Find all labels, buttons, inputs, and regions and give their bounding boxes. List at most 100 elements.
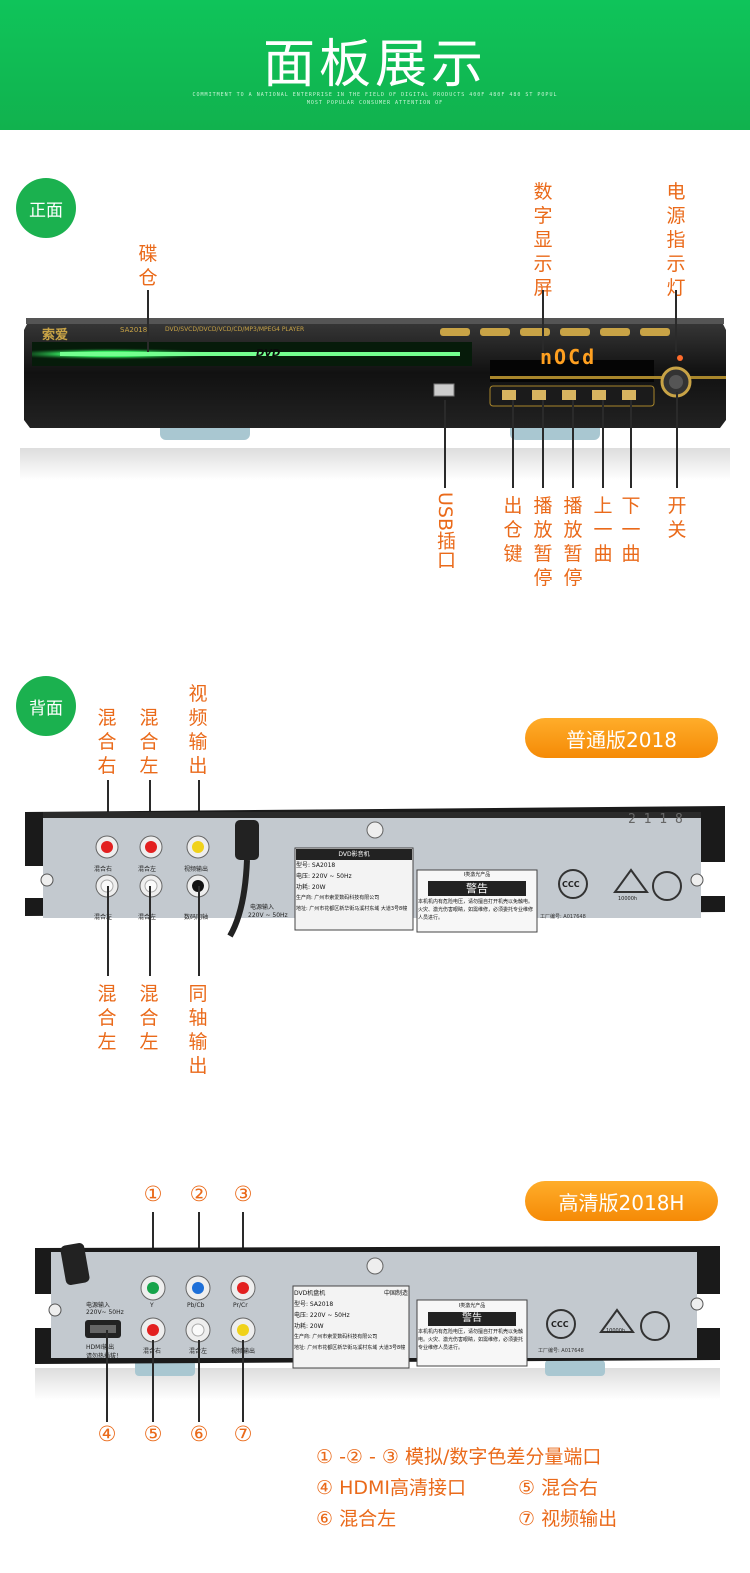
hd-plate-header: DVD机盘机 中国制造 (294, 1288, 408, 1299)
back-plate-row-2: 电压: 220V ~ 50Hz (296, 873, 352, 880)
label-play-pause-2: 播放暂停 (563, 495, 583, 589)
label-play-pause-1: 播放暂停 (533, 495, 553, 589)
front-panel-image (20, 318, 730, 480)
leader-mix-left-bottom-a (107, 886, 109, 976)
back-panel-image (25, 806, 725, 938)
callout-2: ② (189, 1182, 209, 1206)
legend-video-out: ⑦ 视频输出 (518, 1508, 618, 1530)
version-badge-hd: 高清版2018H (525, 1181, 718, 1221)
hd-plate-origin: 中国制造 (383, 1290, 408, 1297)
leader-callout-6 (198, 1340, 200, 1422)
label-usb: USB插口 (434, 492, 456, 570)
front-dvd-logo: DVD (256, 348, 281, 359)
callout-4: ④ (97, 1422, 117, 1446)
leader-disc-tray (147, 290, 149, 352)
leader-coaxial (198, 886, 200, 976)
back-jack-label-2: 混合左 (138, 866, 157, 873)
back-warning-head: I类激光产品 (463, 872, 491, 878)
label-mix-right-top: 混合右 (97, 707, 117, 777)
back-warning-body: 本机机内有危险电压，请勿擅自打开机壳以免触电。火灾、激光伤害眼睛，如需维修，必须… (418, 899, 534, 921)
hd-ccc-logo: CCC (551, 1320, 569, 1329)
leader-display (542, 290, 544, 352)
hd-warning-label: I类激光产品 警告 本机机内有危险电压，请勿擅自打开机壳以免触电。火灾、激光伤害… (418, 1302, 526, 1352)
hd-rating-plate: DVD机盘机 中国制造 型号: SA2018 电压: 220V ~ 50Hz 功… (294, 1288, 408, 1354)
leader-play-pause-1 (542, 400, 544, 488)
label-mix-left-bottom-a: 混合左 (97, 983, 117, 1053)
leader-eject (512, 400, 514, 488)
back-power-in: 电源输入 (250, 904, 275, 911)
back-plate-row-3: 功耗: 20W (296, 884, 326, 891)
leader-mix-left-bottom-b (149, 886, 151, 976)
banner-subtitle-line1: COMMITMENT TO A NATIONAL ENTERPRISE IN T… (192, 92, 558, 98)
label-power: 开关 (667, 495, 687, 541)
leader-callout-5 (152, 1340, 154, 1422)
back-plate-row-1: 型号: SA2018 (296, 862, 336, 869)
leader-callout-3 (242, 1212, 244, 1272)
label-eject: 出仓键 (503, 495, 523, 565)
back-factory-number: 工厂编号: A017648 (540, 914, 586, 920)
hd-rohs-logo: 10000h (606, 1328, 626, 1334)
version-badge-standard: 普通版2018 (525, 718, 718, 758)
hd-hdmi-label: HDMI输出 (86, 1344, 115, 1351)
legend-mix-right: ⑤ 混合右 (518, 1477, 599, 1499)
banner-subtitle-line2: MOST POPULAR CONSUMER ATTENTION OF (306, 100, 444, 106)
back-plate-row-4: 生产商: 广州市索爱数码科技有限公司 (296, 895, 380, 901)
label-power-led: 电源指示灯 (666, 181, 686, 299)
label-coaxial: 同轴输出 (188, 983, 208, 1077)
back-warning-title: 警告 (428, 881, 526, 896)
front-formats-text: DVD/SVCD/DVCD/VCD/CD/MP3/MPEG4 PLAYER (165, 326, 305, 333)
leader-power (676, 392, 678, 488)
callout-3: ③ (233, 1182, 253, 1206)
legend-line-1: ① -② - ③ 模拟/数字色差分量端口 (316, 1446, 602, 1468)
back-warning-label: I类激光产品 警告 本机机内有危险电压，请勿擅自打开机壳以免触电。火灾、激光伤害… (418, 871, 536, 922)
label-video-out-top: 视频输出 (188, 683, 208, 777)
back-plate-title: DVD影音机 (296, 849, 412, 860)
leader-video-out-top (198, 780, 200, 835)
leader-callout-1 (152, 1212, 154, 1272)
back-jack-label-1: 混合右 (94, 866, 113, 873)
hd-power-in: 电源输入 (86, 1302, 111, 1309)
leader-prev (602, 400, 604, 488)
legend-mix-left: ⑥ 混合左 (316, 1508, 397, 1530)
back-rating-plate: DVD影音机 型号: SA2018 电压: 220V ~ 50Hz 功耗: 20… (296, 849, 412, 915)
front-brand-logo: 索爱 (42, 328, 69, 343)
leader-power-led (675, 290, 677, 352)
back-jack-label-6: 数码同轴 (184, 914, 209, 921)
leader-callout-4 (106, 1330, 108, 1422)
label-prev: 上一曲 (593, 495, 613, 565)
hd-plate-row-3: 功耗: 20W (294, 1323, 324, 1330)
leader-usb (444, 400, 446, 488)
callout-7: ⑦ (233, 1422, 253, 1446)
back-silk-text: 2 1 1 8 (628, 812, 683, 827)
hd-warning-title: 警告 (428, 1312, 516, 1326)
back-ccc-logo: CCC (562, 880, 580, 889)
leader-play-pause-2 (572, 400, 574, 488)
hd-plate-row-2: 电压: 220V ~ 50Hz (294, 1312, 350, 1319)
front-model-text: SA2018 (120, 326, 148, 334)
hd-plate-row-1: 型号: SA2018 (294, 1301, 334, 1308)
page-title: 面板展示 (262, 35, 487, 95)
leader-mix-left-top (149, 780, 151, 835)
label-mix-left-top: 混合左 (139, 707, 159, 777)
leader-callout-7 (242, 1340, 244, 1422)
hd-jack-label-3: Pr/Cr (233, 1302, 248, 1309)
back-plate-row-5: 地址: 广州市花都区新华街马溪村东域 大道3号8幢 (296, 906, 408, 912)
back-jack-label-4: 混合左 (94, 914, 113, 921)
hd-plate-row-5: 地址: 广州市花都区新华街马溪村东域 大道3号8幢 (294, 1345, 406, 1351)
leader-next (630, 400, 632, 488)
back-badge: 背面 (16, 676, 76, 736)
leader-callout-2 (198, 1212, 200, 1272)
callout-5: ⑤ (143, 1422, 163, 1446)
hd-back-panel-image (35, 1243, 720, 1400)
callout-6: ⑥ (189, 1422, 209, 1446)
hd-plate-title: DVD机盘机 (294, 1290, 326, 1297)
hd-voltage: 220V~ 50Hz (86, 1309, 124, 1316)
back-jack-label-5: 混合左 (138, 914, 157, 921)
hd-jack-label-1: Y (150, 1302, 154, 1309)
back-jack-label-3: 视频输出 (184, 866, 209, 873)
label-mix-left-bottom-b: 混合左 (139, 983, 159, 1053)
callout-1: ① (143, 1182, 163, 1206)
label-display: 数字显示屏 (533, 181, 553, 299)
hd-plate-row-4: 生产商: 广州市索爱数码科技有限公司 (294, 1334, 378, 1340)
legend-hdmi: ④ HDMI高清接口 (316, 1477, 466, 1499)
